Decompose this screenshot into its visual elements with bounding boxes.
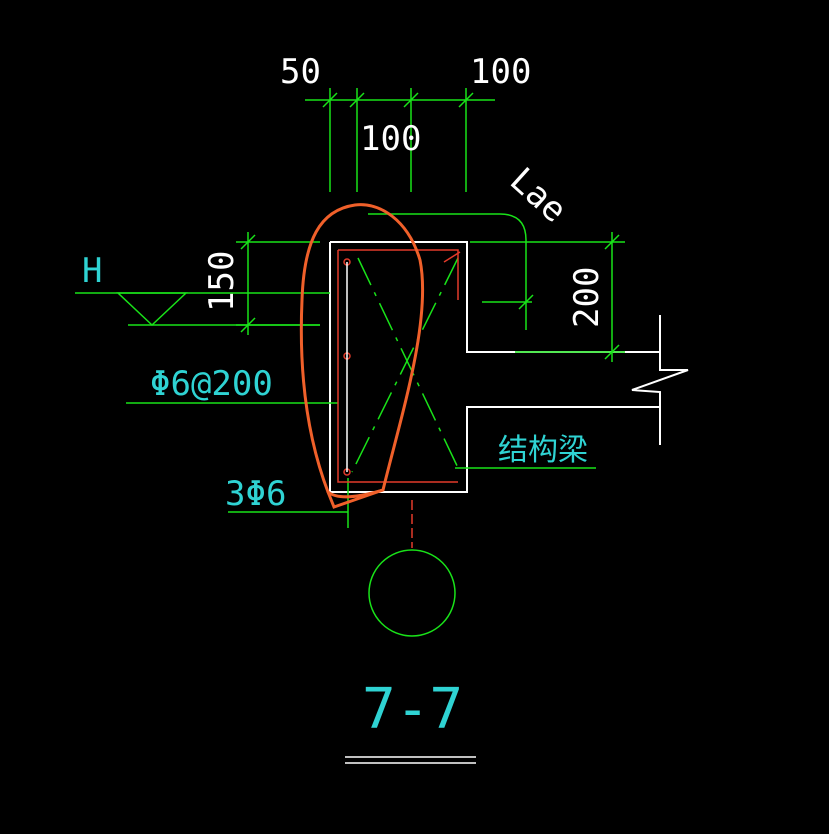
level-mark-label: H xyxy=(82,251,102,291)
anchorage-line xyxy=(368,213,527,330)
break-line-symbol xyxy=(631,315,689,445)
dim-top-left: 50 xyxy=(280,52,321,92)
rebar-elements xyxy=(337,249,461,548)
level-triangle xyxy=(116,292,188,327)
markup-tail xyxy=(326,488,384,509)
dim-top-right: 100 xyxy=(470,52,531,92)
anchorage-tick xyxy=(518,294,534,310)
section-title: 7-7 xyxy=(362,677,463,742)
top-tick-3 xyxy=(403,92,419,108)
section-circle-marker xyxy=(368,549,456,637)
stirrup-outline xyxy=(337,249,459,483)
top-tick-1 xyxy=(322,92,338,108)
dim-height-left: 150 xyxy=(202,251,242,312)
dim-top-middle: 100 xyxy=(360,119,421,159)
right-tick-top xyxy=(604,234,620,250)
longitudinal-rebar-label: 3Φ6 xyxy=(225,474,286,514)
left-tick-top xyxy=(240,234,256,250)
dim-anchorage-length: Lae xyxy=(502,160,574,231)
stirrup-hook xyxy=(443,251,461,263)
top-tick-4 xyxy=(458,92,474,108)
markup-freehand-outline xyxy=(299,203,425,499)
structural-beam-label: 结构梁 xyxy=(498,433,588,468)
cross-line-1 xyxy=(357,257,461,473)
right-tick-bottom xyxy=(604,344,620,360)
section-profile xyxy=(329,241,660,493)
top-tick-2 xyxy=(349,92,365,108)
dim-height-right: 200 xyxy=(567,267,607,328)
stirrup-label: Φ6@200 xyxy=(150,364,273,404)
cross-line-2 xyxy=(351,257,459,473)
dimension-lines xyxy=(75,88,625,637)
section-title-underline xyxy=(345,756,476,764)
